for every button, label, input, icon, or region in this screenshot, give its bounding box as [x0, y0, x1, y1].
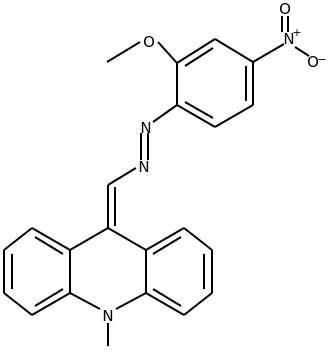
nitro-nitrogen-charge: +: [292, 26, 301, 39]
ring-bond: [176, 104, 216, 128]
bond-ring-N: [152, 104, 178, 123]
ring-double-bond: [34, 288, 64, 307]
bond-methyl-O: [106, 41, 141, 63]
nitro-oxygen-charge: −: [317, 53, 326, 66]
ring-bond: [3, 227, 33, 251]
methoxy-oxygen-label: O: [143, 33, 155, 51]
bond-N-O-single: [294, 46, 310, 57]
bond-O-ring: [157, 41, 178, 64]
azo-nitrogen-upper-label: N: [140, 119, 151, 137]
nitro-oxygen-right-label: O: [307, 53, 319, 71]
acridine-nitrogen-label: N: [102, 307, 113, 325]
ring-double-bond: [34, 236, 64, 255]
ring-bond: [69, 292, 101, 310]
ring-bond: [31, 227, 71, 251]
bond-N-CH: [107, 167, 137, 186]
ring-bond: [3, 292, 33, 316]
methylidene-bridge: [107, 185, 116, 228]
bond-ring-N: [252, 43, 285, 63]
methoxy-group: [106, 41, 178, 64]
nitro-oxygen-top-label: O: [279, 0, 291, 18]
ring-double-bond: [184, 101, 214, 119]
ring-bond: [145, 292, 185, 316]
ring-bond: [176, 38, 216, 64]
ring-bond: [214, 38, 254, 63]
ring-bond: [183, 227, 213, 251]
nitrophenyl-ring: [176, 38, 254, 128]
ring-double-bond: [152, 236, 182, 255]
ring-double-bond: [184, 47, 214, 67]
azo-nitrogen-lower-label: N: [138, 158, 149, 176]
acridine-central-ring: [69, 227, 147, 346]
nitro-group: [252, 16, 310, 63]
ring-bond: [214, 104, 254, 128]
ring-double-bond: [152, 288, 182, 307]
acridine-left-ring: [3, 227, 71, 316]
ring-bond: [145, 227, 185, 251]
ring-bond: [115, 292, 147, 310]
ring-bond: [183, 292, 213, 316]
nitro-nitrogen-label: N: [283, 30, 294, 48]
azo-linkage: [107, 104, 178, 186]
ring-bond: [69, 227, 109, 251]
acridine-right-ring: [145, 227, 213, 316]
ring-bond: [107, 227, 147, 251]
ring-bond: [31, 292, 71, 316]
